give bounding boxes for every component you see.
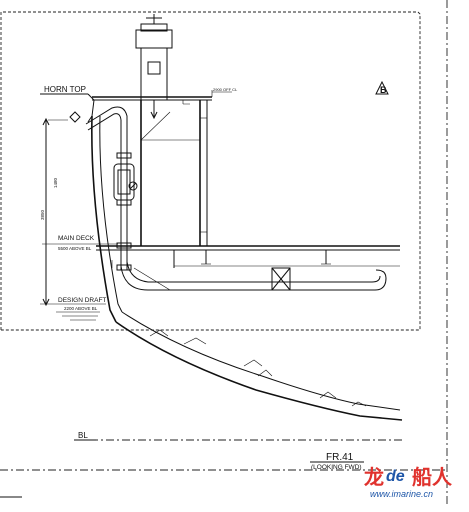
watermark-url: www.imarine.cn — [370, 489, 433, 499]
section-marker-label: B — [380, 85, 387, 95]
watermark-part2: de — [386, 468, 405, 485]
deckhouse-structure — [92, 90, 232, 246]
frame-sublabel: (LOOKING FWD) — [311, 464, 362, 471]
top-right-note: 2900 OFF CL — [213, 87, 238, 92]
horn-top-structure — [40, 93, 95, 123]
main-deck-label: MAIN DECK — [58, 235, 95, 242]
main-deck — [96, 245, 400, 268]
watermark-part1: 龙 — [364, 465, 384, 489]
dimension-1480: 1480 — [53, 177, 58, 188]
detail-border — [0, 11, 421, 331]
frame-label: FR.41 — [326, 452, 354, 463]
design-draft-sublabel: 2200 ABOVE BL — [64, 306, 98, 311]
hull-shell — [91, 115, 403, 421]
baseline-label: BL — [78, 431, 88, 440]
design-draft-label: DESIGN DRAFT — [58, 297, 106, 304]
dimension-lines — [40, 117, 118, 321]
dimension-3850: 3850 — [40, 209, 45, 220]
watermark-logo: 龙 de 船人 www.imarine.cn — [364, 465, 453, 499]
watermark-part3: 船人 — [412, 465, 453, 489]
horn-top-label: HORN TOP — [44, 85, 86, 94]
section-marker: B — [375, 80, 389, 95]
sounding-pipe-run — [120, 261, 387, 291]
main-deck-sublabel: 5500 ABOVE BL — [58, 246, 92, 251]
